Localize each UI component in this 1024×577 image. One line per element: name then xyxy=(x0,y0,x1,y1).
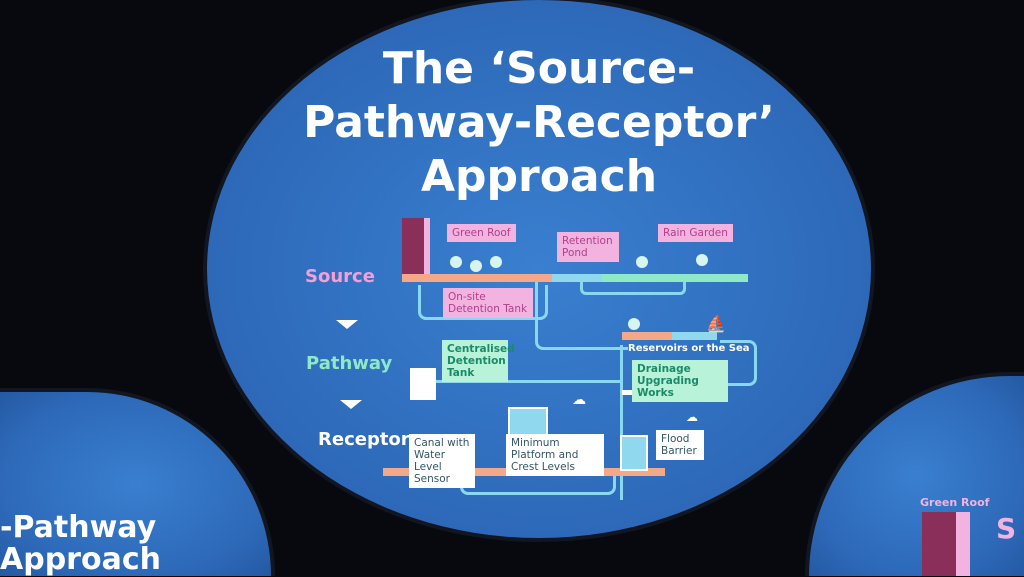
rain-cloud-icon: ☁ xyxy=(572,392,586,408)
label-platform: Minimum Platform and Crest Levels xyxy=(506,434,604,476)
tree-icon xyxy=(450,256,462,268)
stage-pathway: Pathway xyxy=(306,353,393,374)
label-canal: Canal with Water Level Sensor xyxy=(409,434,475,488)
right-building xyxy=(922,512,970,576)
label-green-roof: Green Roof xyxy=(447,224,516,242)
label-reservoirs: Reservoirs or the Sea xyxy=(628,343,750,354)
tree-icon xyxy=(490,256,502,268)
pipe xyxy=(720,340,757,386)
label-onsite-tank: On-site Detention Tank xyxy=(443,288,533,318)
pond-water xyxy=(552,274,602,282)
pipe xyxy=(580,282,686,295)
down-arrow-icon xyxy=(340,400,362,409)
sea-water xyxy=(672,332,717,340)
left-disc-title: -Pathway Approach xyxy=(0,512,161,576)
pipe xyxy=(620,345,623,500)
page-title: The ‘Source- Pathway-Receptor’ Approach xyxy=(207,42,871,204)
label-flood-barrier: Flood Barrier xyxy=(656,430,704,460)
stage-receptor: Receptor xyxy=(318,429,410,450)
tree-icon xyxy=(628,318,640,330)
right-green-roof-label: Green Roof xyxy=(920,496,990,509)
down-arrow-icon xyxy=(336,320,358,329)
label-drainage: Drainage Upgrading Works xyxy=(632,360,728,402)
left-title-line: -Pathway xyxy=(0,510,157,545)
ground xyxy=(402,274,552,282)
left-title-line: Approach xyxy=(0,542,161,577)
sailboat-icon: ⛵ xyxy=(706,314,726,333)
label-centralised-tank: Centralised Detention Tank xyxy=(442,340,515,382)
label-retention-pond: Retention Pond xyxy=(557,232,619,262)
tree-icon xyxy=(470,260,482,272)
tank-icon xyxy=(410,368,436,400)
building-icon xyxy=(620,435,648,471)
garden-grass xyxy=(602,274,748,282)
ground xyxy=(622,332,672,340)
title-line: The ‘Source- xyxy=(382,43,696,94)
pipe xyxy=(418,285,548,320)
tree-icon xyxy=(636,256,648,268)
title-line: Pathway-Receptor’ xyxy=(303,97,775,148)
rain-cloud-icon: ☁ xyxy=(686,410,698,424)
title-line: Approach xyxy=(420,151,658,202)
tree-icon xyxy=(696,254,708,266)
pipe xyxy=(435,380,620,383)
right-display-disc xyxy=(805,372,1024,576)
label-rain-garden: Rain Garden xyxy=(658,224,733,242)
stage-source: Source xyxy=(305,266,375,287)
building-icon xyxy=(402,218,430,274)
pipe xyxy=(535,282,628,350)
right-stage-partial: S xyxy=(996,512,1017,545)
